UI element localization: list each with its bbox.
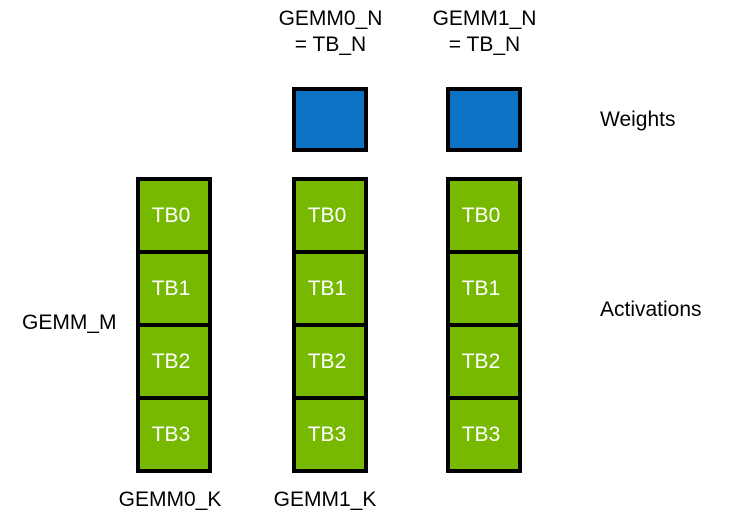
tb-cell: TB1 [292, 252, 368, 327]
weights-block-gemm1 [446, 87, 522, 152]
gemm1-n-line2: = TB_N [448, 33, 521, 56]
tb-cell: TB0 [292, 177, 368, 254]
gemm1-k-label: GEMM1_K [273, 488, 377, 511]
weights-label: Weights [600, 108, 676, 131]
gemm0-n-line1: GEMM0_N [278, 7, 383, 30]
tb-cell: TB0 [136, 177, 212, 254]
tb-cell-label: TB1 [151, 276, 191, 300]
gemm0-k-label: GEMM0_K [118, 488, 222, 511]
tb-cell: TB1 [136, 252, 212, 327]
tb-cell: TB2 [446, 325, 522, 400]
gemm-m-label: GEMM_M [22, 311, 117, 334]
tb-cell-label: TB0 [307, 203, 347, 227]
activations-label: Activations [600, 298, 702, 321]
tb-cell: TB3 [136, 398, 212, 473]
gemm1-n-line1: GEMM1_N [432, 7, 537, 30]
tb-cell-label: TB0 [151, 203, 191, 227]
tb-cell-label: TB2 [151, 349, 191, 373]
tb-cell-label: TB1 [307, 276, 347, 300]
tb-cell-label: TB3 [461, 422, 501, 446]
tb-cell: TB3 [292, 398, 368, 473]
weights-block-gemm0 [292, 87, 368, 152]
tb-cell-label: TB2 [307, 349, 347, 373]
tb-cell-label: TB3 [307, 422, 347, 446]
tb-cell-label: TB1 [461, 276, 501, 300]
tb-cell: TB3 [446, 398, 522, 473]
tb-cell-label: TB2 [461, 349, 501, 373]
tb-cell: TB1 [446, 252, 522, 327]
gemm0-n-line2: = TB_N [294, 33, 367, 56]
tb-cell-label: TB3 [151, 422, 191, 446]
gemm1-n-label: GEMM1_N = TB_N [412, 6, 557, 58]
tb-cell: TB2 [136, 325, 212, 400]
tb-cell-label: TB0 [461, 203, 501, 227]
gemm0-n-label: GEMM0_N = TB_N [258, 6, 403, 58]
activation-column-1: TB0 TB1 TB2 TB3 [292, 177, 368, 473]
activation-column-2: TB0 TB1 TB2 TB3 [446, 177, 522, 473]
activation-column-0: TB0 TB1 TB2 TB3 [136, 177, 212, 473]
tb-cell: TB0 [446, 177, 522, 254]
tb-cell: TB2 [292, 325, 368, 400]
